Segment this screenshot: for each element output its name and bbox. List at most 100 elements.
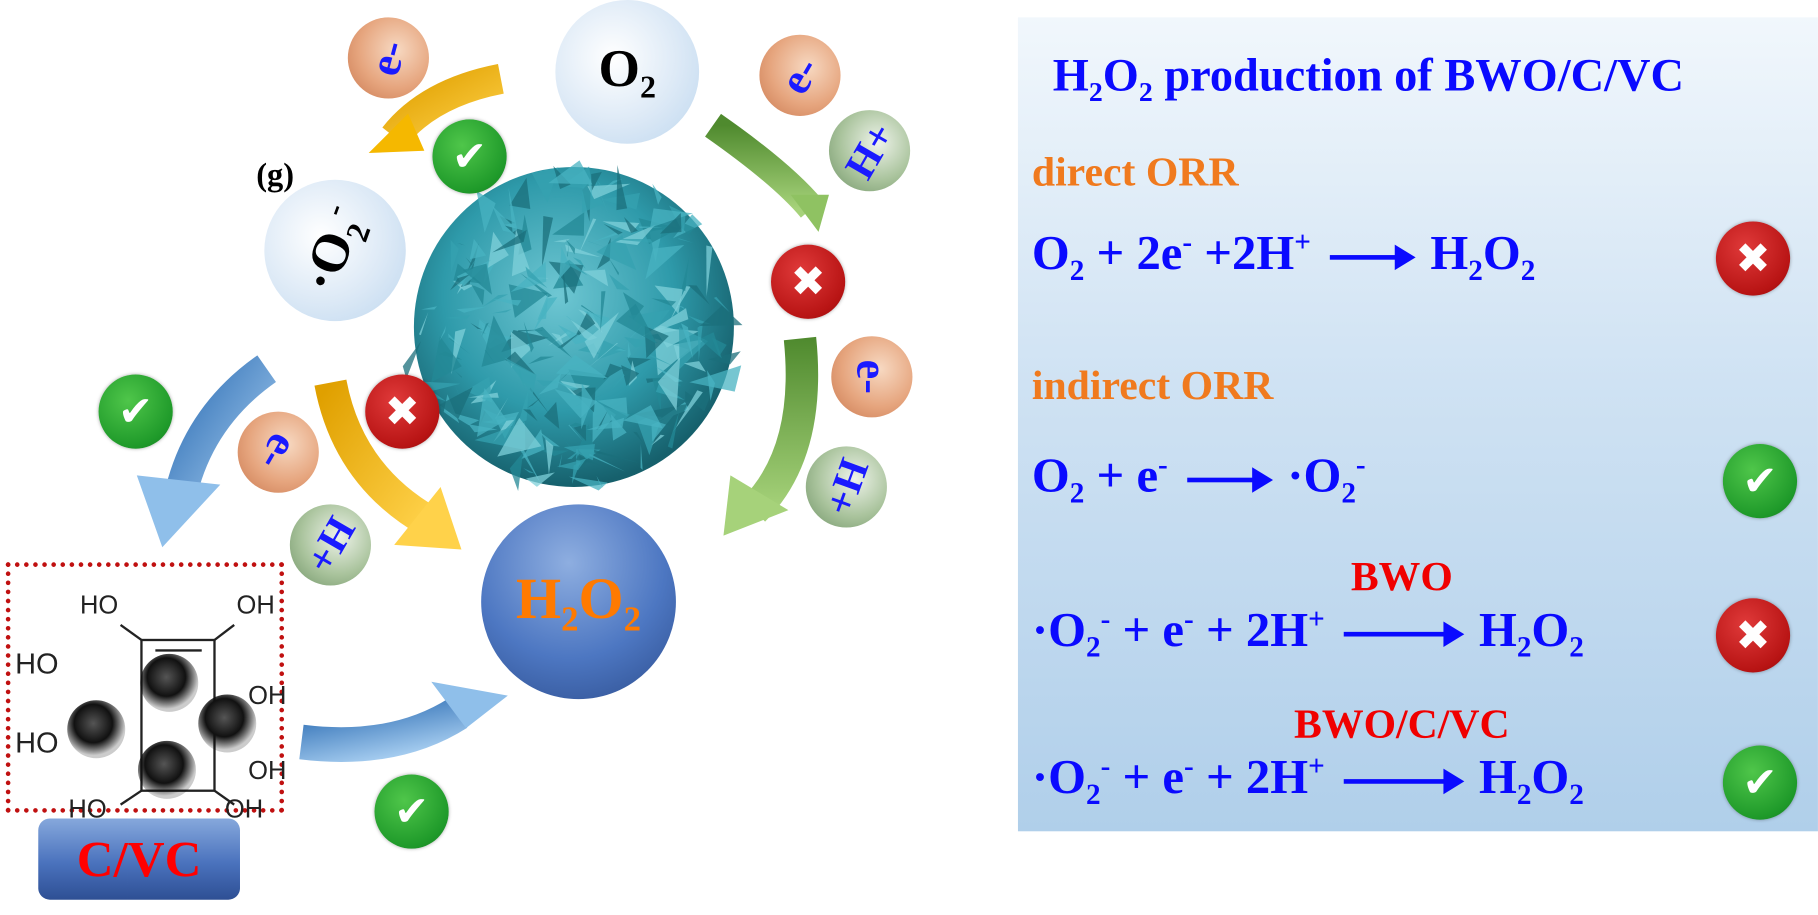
nanosheet-shard <box>505 351 536 375</box>
nanosheet-shard <box>526 472 555 487</box>
nanosheet-shard <box>558 324 591 345</box>
nanosheet-shard <box>589 453 626 472</box>
nanosheet-shard <box>419 311 429 336</box>
nanosheet-shard <box>634 403 688 428</box>
direct-orr-heading: direct ORR <box>1031 148 1239 195</box>
nanosheet-shard <box>616 164 628 211</box>
electron-label: e- <box>248 425 308 480</box>
nanosheet-shard <box>707 370 716 401</box>
formula-part: 2 <box>1085 779 1101 811</box>
formula-part: O <box>1531 604 1570 658</box>
nanosheet-shard <box>578 218 597 255</box>
formula-part: O <box>598 38 640 98</box>
nanosheet-shard <box>520 449 542 485</box>
arrowhead <box>394 486 462 550</box>
hydroxyl-label: HO <box>15 726 59 760</box>
reaction-arrow-icon <box>1330 245 1416 271</box>
o2-formula: O2 <box>598 38 655 107</box>
h2o2-bubble: H2O2 <box>481 504 676 700</box>
equation-products: H2O2 <box>1430 227 1535 287</box>
equation-products: H2O2 <box>1479 751 1584 811</box>
electron-label: e- <box>360 35 417 81</box>
hydroxyl-label: OH <box>248 755 287 785</box>
nanosheet-shard <box>652 183 662 205</box>
formula-part: 2 <box>1085 632 1101 664</box>
equation-products: ·O2- <box>1287 449 1365 510</box>
arrowhead <box>431 681 508 729</box>
cross-icon: ✖ <box>771 244 846 319</box>
nanosheet-shard <box>548 261 584 294</box>
proton-bubble: H+ <box>828 110 911 192</box>
equation-reactants: ·O2- + e- + 2H+ <box>1032 604 1325 664</box>
arrowhead <box>368 113 425 154</box>
panel-label: (g) <box>256 157 295 194</box>
nanosheet-shard <box>483 294 509 307</box>
formula-part: 2 <box>623 599 642 639</box>
nanosheet-shard <box>456 306 488 313</box>
nanosheet-shard <box>451 328 466 375</box>
formula-part: 2 <box>1520 255 1536 287</box>
nanosheet-shard <box>531 167 559 203</box>
formula-part: 2 <box>1069 478 1085 510</box>
formula-part: H <box>1478 604 1517 658</box>
nanosheet-shard <box>556 458 587 471</box>
equation-reactants: O2 + 2e- +2H+ <box>1032 227 1311 287</box>
formula-part: 2 <box>1468 255 1483 287</box>
nanosheet-shard <box>639 226 663 229</box>
nanosheet-shard <box>509 177 531 210</box>
nanosheet-shard <box>481 322 489 337</box>
nanosheet-shard <box>650 208 693 228</box>
nanosheet-shard <box>450 274 470 291</box>
formula-part: 2 <box>1516 632 1532 664</box>
nanosheet-shard <box>584 342 618 371</box>
formula-part: ·O <box>1287 449 1342 504</box>
formula-part: 2 <box>1088 77 1103 108</box>
nanosheet-shard <box>510 261 547 293</box>
formula-part: + 2H <box>1193 604 1309 658</box>
nanosheet-shard <box>651 298 677 306</box>
equation-3: ·O2- + e- + 2H+ BWO H2O2 <box>1032 556 1584 666</box>
nanosheet-shard <box>677 238 694 244</box>
carbon-dot-molecule <box>67 623 257 806</box>
nanosheet-shard <box>568 424 583 441</box>
nanosheet-shard <box>497 417 542 457</box>
reaction-arrow-icon: BWO <box>1343 556 1465 648</box>
formula-part: production of BWO/C/VC <box>1152 48 1684 101</box>
nanosheet-shard <box>681 257 690 292</box>
nanosheet-shard <box>708 351 741 365</box>
check-icon: ✔ <box>432 119 507 194</box>
nanosheet-shard <box>638 218 680 245</box>
formula-part: 2 <box>561 599 579 639</box>
nanosheet-shard <box>651 434 665 446</box>
proton-label: H+ <box>814 452 878 522</box>
formula-part: - <box>1182 227 1193 259</box>
formula-part: + 2e <box>1084 227 1183 281</box>
nanosheet-shard <box>667 411 679 449</box>
nanosheet-shard <box>616 303 657 344</box>
nanosheet-shard <box>689 388 714 412</box>
nanosheet-shard <box>699 305 743 327</box>
formula-part: + e <box>1110 604 1185 658</box>
nanosheet-shard <box>545 439 554 475</box>
nanosheet-shard <box>439 387 473 420</box>
electron-label: e- <box>770 48 830 103</box>
nanosheet-shard <box>504 357 537 395</box>
proton-bubble: H+ <box>289 504 372 586</box>
nanosheet-shard <box>523 394 545 402</box>
nanosheet-shard <box>439 325 447 341</box>
nanosheet-shard <box>609 258 620 276</box>
formula-part: H <box>1052 48 1089 101</box>
formula-part: H <box>516 565 562 631</box>
nanosheet-shard <box>603 363 624 380</box>
nanosheet-shard <box>474 315 493 328</box>
nanosheet-shard <box>467 392 499 398</box>
catalyst-label: BWO/C/VC <box>1294 700 1510 748</box>
nanosheet-shard <box>641 308 689 337</box>
nanosheet-shard <box>481 315 515 367</box>
formula-part: ·O <box>1031 751 1086 805</box>
formula-part: 2 <box>1341 478 1356 510</box>
equation-products: H2O2 <box>1478 604 1584 664</box>
equation-1: O2 + 2e- +2H+ H2O2 <box>1032 226 1535 289</box>
nanosheet-shard <box>597 340 626 360</box>
